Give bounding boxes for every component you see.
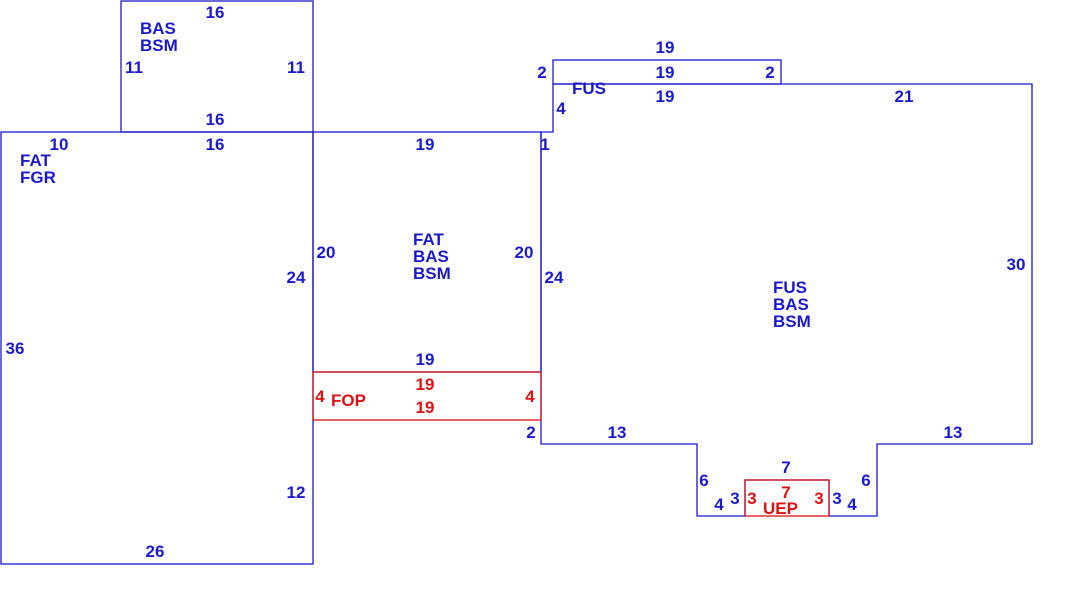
dimension-label: 16 [206, 110, 225, 129]
area-code-fgr: FGR [20, 168, 56, 187]
area-code-fat: FAT [413, 230, 444, 249]
area-labels: BAS BSM FAT FGR FAT BAS BSM FUS FUS BAS … [20, 19, 811, 518]
dimension-label: 19 [416, 135, 435, 154]
dimension-label: 24 [287, 268, 306, 287]
dimension-label: 30 [1007, 255, 1026, 274]
dimension-label: 7 [781, 458, 790, 477]
dimension-label: 2 [765, 63, 774, 82]
dimension-label: 3 [814, 489, 823, 508]
dimension-label: 3 [832, 489, 841, 508]
garage-wing-outline [0, 131, 314, 565]
dimension-label: 19 [656, 38, 675, 57]
dimension-label: 24 [545, 268, 564, 287]
dimension-label: 19 [656, 63, 675, 82]
dimension-label: 21 [895, 87, 914, 106]
area-code-bas: BAS [773, 295, 809, 314]
dimension-label: 19 [416, 375, 435, 394]
dimension-labels: 16 11 11 16 10 16 36 24 12 26 19 20 20 1… [6, 3, 1026, 561]
area-code-fus: FUS [572, 79, 606, 98]
area-code-fus: FUS [773, 278, 807, 297]
dimension-label: 19 [656, 87, 675, 106]
bottom-porch-outline [744, 479, 830, 517]
dimension-label: 10 [50, 135, 69, 154]
dimension-label: 6 [699, 471, 708, 490]
dimension-label: 4 [714, 495, 724, 514]
porch-outlines [312, 371, 830, 517]
area-code-bas: BAS [413, 247, 449, 266]
dimension-label: 13 [608, 423, 627, 442]
dimension-label: 16 [206, 135, 225, 154]
dimension-label: 4 [847, 495, 857, 514]
area-code-fop: FOP [331, 391, 366, 410]
dimension-label: 12 [287, 483, 306, 502]
front-porch-outline [312, 371, 542, 421]
dimension-label: 11 [125, 58, 143, 77]
area-code-uep: UEP [763, 499, 798, 518]
dimension-label: 26 [146, 542, 165, 561]
area-code-bas: BAS [140, 19, 176, 38]
dimension-label: 3 [730, 489, 739, 508]
area-code-bsm: BSM [140, 36, 178, 55]
dimension-label: 4 [556, 99, 566, 118]
dimension-label: 20 [515, 243, 534, 262]
area-code-bsm: BSM [413, 264, 451, 283]
area-code-fat: FAT [20, 151, 51, 170]
dimension-label: 11 [287, 58, 305, 77]
dimension-label: 4 [525, 387, 535, 406]
dimension-label: 2 [526, 423, 535, 442]
dimension-label: 20 [317, 243, 336, 262]
dimension-label: 36 [6, 339, 25, 358]
dimension-label: 6 [861, 471, 870, 490]
dimension-label: 4 [315, 387, 325, 406]
structure-outlines [0, 0, 1033, 565]
area-code-bsm: BSM [773, 312, 811, 331]
dimension-label: 16 [206, 3, 225, 22]
dimension-label: 19 [416, 350, 435, 369]
dimension-label: 13 [944, 423, 963, 442]
dimension-label: 3 [747, 489, 756, 508]
dimension-label: 19 [416, 398, 435, 417]
dimension-label: 1 [540, 135, 549, 154]
dimension-label: 7 [781, 483, 790, 502]
dimension-label: 2 [537, 63, 546, 82]
